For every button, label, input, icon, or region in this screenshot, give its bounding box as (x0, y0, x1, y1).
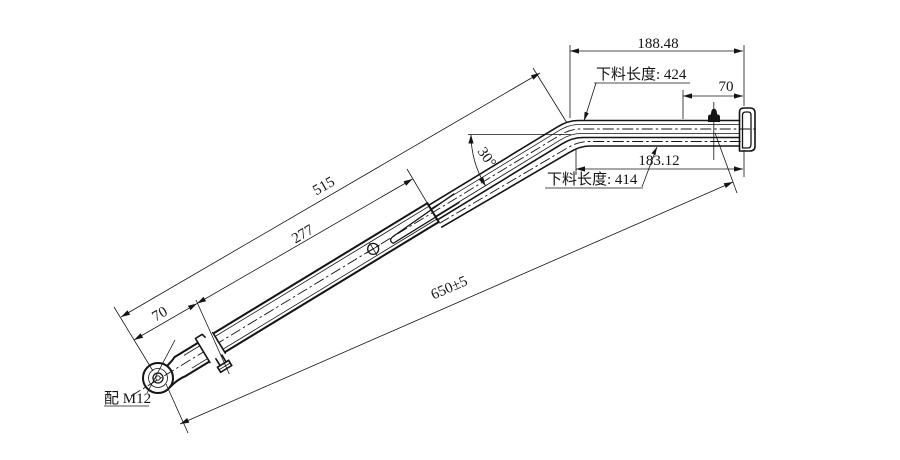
outer-tube-end-line (426, 202, 440, 223)
clamp-bolt-shaft-left (215, 357, 221, 367)
eye-ring-middle (148, 368, 168, 388)
ext-line-650-right (714, 132, 738, 194)
dim-bend-angle: 30° (474, 145, 499, 171)
eye-ring-core (155, 375, 161, 381)
upper-tube-top-line (427, 119, 741, 207)
clamp-bolt-shaft-right (221, 354, 227, 363)
clamp-band-left-edge (196, 341, 211, 364)
ext-line-bend-perp (532, 67, 568, 124)
end-cap-outer (738, 107, 756, 152)
rivet-hole (367, 242, 380, 256)
label-upper-blank-length: 下料长度: 424 (596, 66, 687, 83)
dimension-lines (104, 45, 745, 434)
label-thread-callout: 配 M12 (104, 390, 151, 407)
dim-top-span: 188.48 (637, 36, 678, 52)
upper-tube-wall-line-2 (435, 133, 740, 217)
ext-line-eye-perp (113, 306, 154, 372)
main-axis-centerline (130, 128, 758, 397)
dim-line-650 (179, 181, 734, 425)
outer-tube-inner-wall-top (183, 205, 430, 356)
dim-line-515 (120, 72, 541, 318)
dim-lower-span: 183.12 (638, 153, 679, 169)
upper-tube-wall-line-1 (430, 124, 740, 210)
ext-line-650-left (165, 383, 189, 434)
dim-incline-to-bend: 515 (310, 174, 337, 199)
second-tube-bottom-line (441, 145, 741, 228)
clamp-bolt-head-midline (218, 362, 231, 371)
end-cap-inner (741, 111, 752, 149)
part-outline (142, 102, 756, 394)
centerlines (130, 128, 758, 397)
dim-eye-to-clamp: 70 (150, 304, 171, 325)
clamp-band-right-edge (212, 331, 227, 354)
leader-m12 (146, 339, 176, 394)
dim-top-right-span: 70 (719, 79, 734, 95)
ext-line-clamp-perp (195, 299, 230, 375)
dim-line-70-277-chain (133, 178, 413, 341)
inner-rod-flattened-tip (389, 193, 460, 245)
clamp-body-mask (197, 332, 226, 363)
label-lower-blank-length: 下料长度: 414 (547, 171, 638, 188)
rivet-hole-cross-tick (369, 242, 378, 256)
second-tube-centerline (439, 141, 743, 224)
ext-line-outer-tube-end (406, 168, 428, 204)
clamp-top-tab (194, 333, 206, 343)
eye-ring-outer (142, 362, 174, 394)
dim-incline-mid: 277 (289, 222, 317, 248)
upper-tube-bottom-line (436, 136, 741, 221)
dim-overall-length: 650±5 (429, 273, 470, 303)
outer-tube-top-edge (166, 202, 429, 367)
outer-tube-inner-wall-bottom (191, 218, 438, 369)
